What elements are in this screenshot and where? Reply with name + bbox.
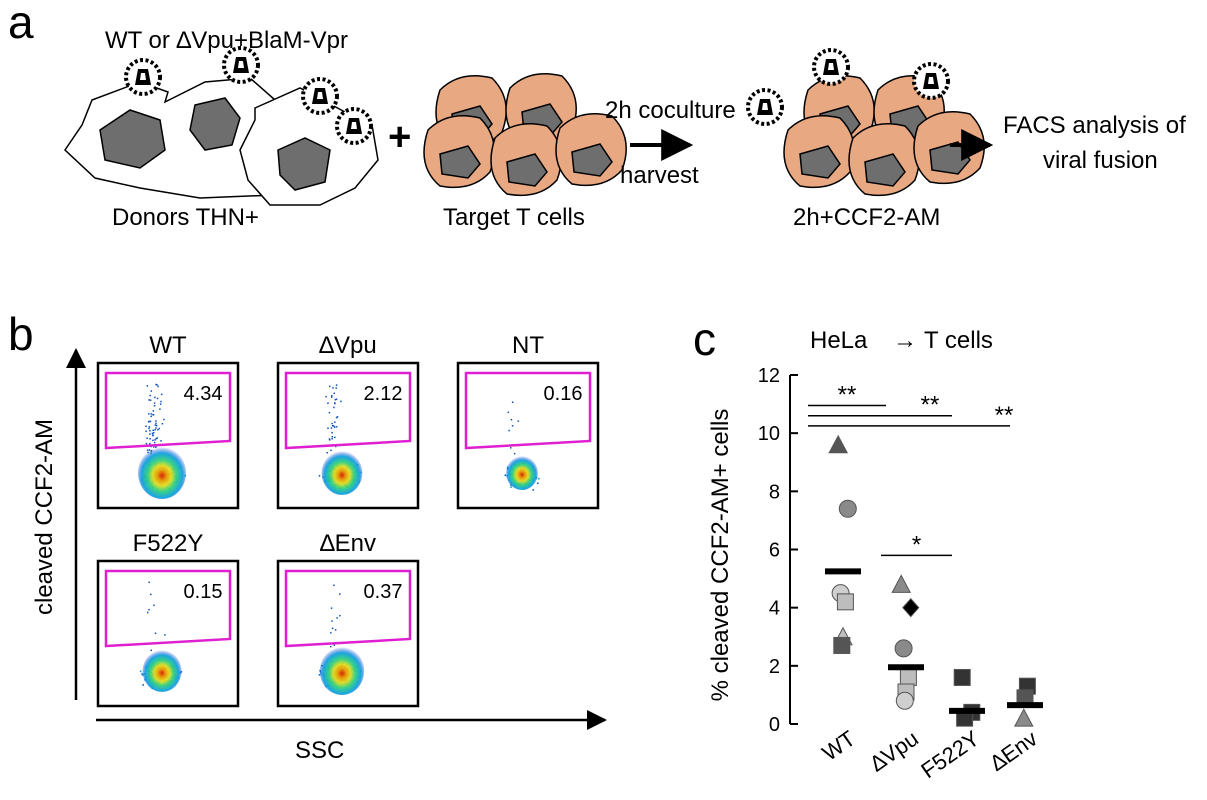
x-category-label: ∆Vpu [865, 726, 922, 777]
panel-c-letter: c [693, 313, 716, 365]
significance-label: ** [995, 402, 1014, 429]
targets-label: Target T cells [443, 204, 585, 231]
virus-label: WT or ∆Vpu+BlaM-Vpr [105, 27, 348, 54]
chart-title-arrow: → [893, 327, 917, 354]
significance-label: ** [838, 382, 857, 409]
facs-plot-title: ∆Vpu [319, 332, 376, 359]
facs-plot: WT 4.34 [96, 332, 240, 510]
facs-density-core [142, 650, 182, 692]
facs-plot: ∆Vpu 2.12 [276, 332, 420, 510]
data-point [833, 636, 851, 654]
facs-gate-value: 0.15 [184, 581, 223, 603]
facs-gate [464, 371, 592, 450]
facs-gate [284, 569, 412, 648]
chart-title-target: T cells [924, 327, 993, 354]
t-cell [555, 113, 627, 187]
donor-cells-illustration [64, 77, 379, 206]
facs-gate-value: 2.12 [364, 383, 403, 405]
virus-icon [812, 48, 850, 86]
data-point [828, 434, 849, 454]
chart-title-source: HeLa [810, 327, 868, 354]
data-point [891, 574, 912, 593]
data-point [836, 593, 854, 611]
facs-y-label: cleaved CCF2-AM [31, 419, 58, 615]
facs-label-line1: FACS analysis of [1003, 112, 1186, 139]
significance-label: ** [921, 392, 940, 419]
data-point [902, 597, 920, 618]
facs-plot-title: ∆Env [320, 530, 376, 557]
x-category-label: WT [818, 726, 860, 766]
t-cell [423, 115, 495, 189]
facs-label-line2: viral fusion [1043, 147, 1158, 174]
result-t-cells-illustration [783, 75, 985, 197]
x-category-label: ∆Env [985, 726, 1041, 776]
virus-particles-result [746, 48, 950, 126]
t-cell [490, 123, 562, 197]
y-tick-label: 6 [769, 540, 780, 562]
data-point [895, 691, 914, 710]
data-point [1013, 708, 1034, 727]
result-label: 2h+CCF2-AM [793, 204, 940, 231]
virus-icon [222, 46, 260, 84]
virus-icon [746, 88, 784, 126]
panel-b-letter: b [8, 308, 34, 360]
virus-particles-donor [124, 46, 373, 145]
data-point [894, 639, 913, 658]
facs-x-label: SSC [295, 737, 344, 764]
facs-gate [104, 371, 232, 450]
significance-label: * [912, 531, 921, 558]
step-bottom-label: harvest [620, 162, 699, 189]
x-category-label: F522Y [916, 725, 984, 783]
donors-label: Donors THN+ [112, 204, 259, 231]
facs-plot-title: F522Y [133, 530, 204, 557]
t-cell [913, 111, 985, 185]
step-top-label: 2h coculture [605, 97, 736, 124]
facs-plot-title: NT [512, 332, 544, 359]
target-t-cells-illustration [423, 73, 627, 197]
virus-icon [301, 77, 339, 115]
t-cell [848, 123, 920, 197]
facs-plot: F522Y 0.15 [96, 530, 240, 708]
facs-gate [104, 569, 232, 648]
data-point [838, 499, 857, 518]
facs-density-core [321, 451, 363, 495]
y-tick-label: 0 [769, 714, 780, 736]
facs-density-core [506, 456, 538, 490]
panel-c: c HeLa → T cells % cleaved CCF2-AM+ cell… [693, 313, 1043, 783]
panel-a-letter: a [8, 0, 34, 48]
chart-y-label: % cleaved CCF2-AM+ cells [707, 409, 734, 702]
virus-icon [124, 58, 162, 96]
y-tick-label: 12 [758, 365, 780, 387]
plus-sign: + [388, 115, 411, 159]
virus-icon [335, 107, 373, 145]
y-tick-label: 4 [769, 598, 780, 620]
facs-plot: NT 0.16 [456, 332, 600, 510]
y-tick-label: 2 [769, 656, 780, 678]
t-cell [783, 115, 855, 189]
virus-icon [912, 62, 950, 100]
data-point [899, 668, 917, 686]
facs-gate-value: 0.16 [544, 383, 583, 405]
facs-gate-value: 0.37 [364, 581, 403, 603]
panel-a: a WT or ∆Vpu+BlaM-Vpr [8, 0, 1186, 231]
facs-plot: ∆Env 0.37 [276, 530, 420, 708]
y-tick-label: 8 [769, 481, 780, 503]
facs-density-core [319, 647, 365, 695]
data-point [953, 668, 971, 686]
facs-gate-value: 4.34 [184, 383, 223, 405]
panel-b: b cleaved CCF2-AM SSC WT 4.34 ∆Vpu 2.12 NT 0.… [8, 308, 607, 764]
facs-plot-title: WT [149, 332, 187, 359]
facs-gate [284, 371, 412, 450]
y-tick-label: 10 [758, 423, 780, 445]
facs-density-core [138, 447, 186, 499]
